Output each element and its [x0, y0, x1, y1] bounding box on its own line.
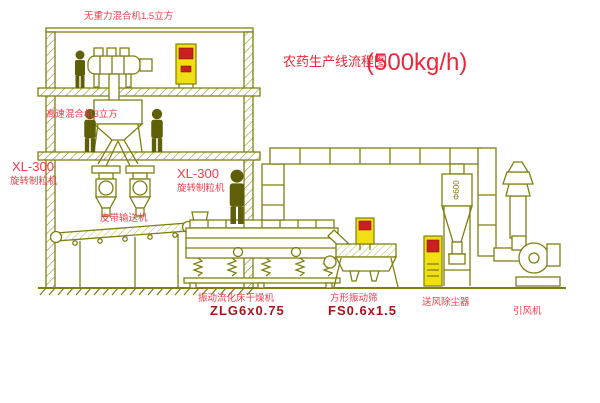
label-fluid-bed-dryer: 振动流化床干燥机 — [198, 292, 275, 304]
fluid-bed-dryer — [183, 211, 350, 289]
square-vibrating-screen — [323, 243, 399, 288]
cyclone-dimension-text: Φ600 — [452, 180, 461, 200]
label-high-speed-mixer: 高速混合机3立方 — [46, 108, 118, 120]
label-top-mixer: 无重力混合机1.5立方 — [84, 10, 173, 22]
dust-collector-unit — [423, 235, 443, 287]
belt-conveyor — [49, 220, 195, 288]
label-granulator-left-name: 旋转制粒机 — [10, 175, 58, 187]
exhaust-stack — [502, 161, 534, 239]
label-dust-collector: 送风除尘器 — [422, 296, 470, 308]
worker-roof — [75, 50, 85, 88]
cyclone-separator: Φ600 — [441, 163, 473, 286]
diagram-title: 农药生产线流程图 — [283, 54, 387, 69]
label-square-screen-model: FS0.6x1.5 — [328, 303, 397, 318]
exhaust-duct — [261, 147, 523, 262]
label-granulator-center-model: XL-300 — [177, 166, 219, 181]
worker-floor2-left — [84, 108, 96, 152]
control-cabinet-roof — [175, 43, 197, 88]
diagram-title-capacity: (500kg/h) — [366, 49, 467, 76]
label-square-screen: 方形振动筛 — [330, 292, 378, 304]
control-cabinet-screen — [355, 217, 375, 250]
worker-floor2-right — [151, 108, 163, 152]
granulator-left-unit — [91, 165, 121, 217]
top-horizontal-mixer — [87, 47, 153, 102]
label-belt-conveyor: 皮带输送机 — [100, 212, 148, 224]
high-speed-mixer — [92, 99, 144, 167]
ground-line — [38, 287, 566, 296]
induced-draft-fan — [511, 235, 561, 287]
granulator-right-unit — [125, 165, 155, 217]
worker-ground-level — [229, 169, 245, 224]
label-fluid-bed-dryer-model: ZLG6x0.75 — [210, 303, 285, 318]
label-induced-draft-fan: 引风机 — [513, 305, 542, 317]
label-granulator-center-name: 旋转制粒机 — [177, 182, 225, 194]
label-granulator-left-model: XL-300 — [12, 159, 54, 174]
